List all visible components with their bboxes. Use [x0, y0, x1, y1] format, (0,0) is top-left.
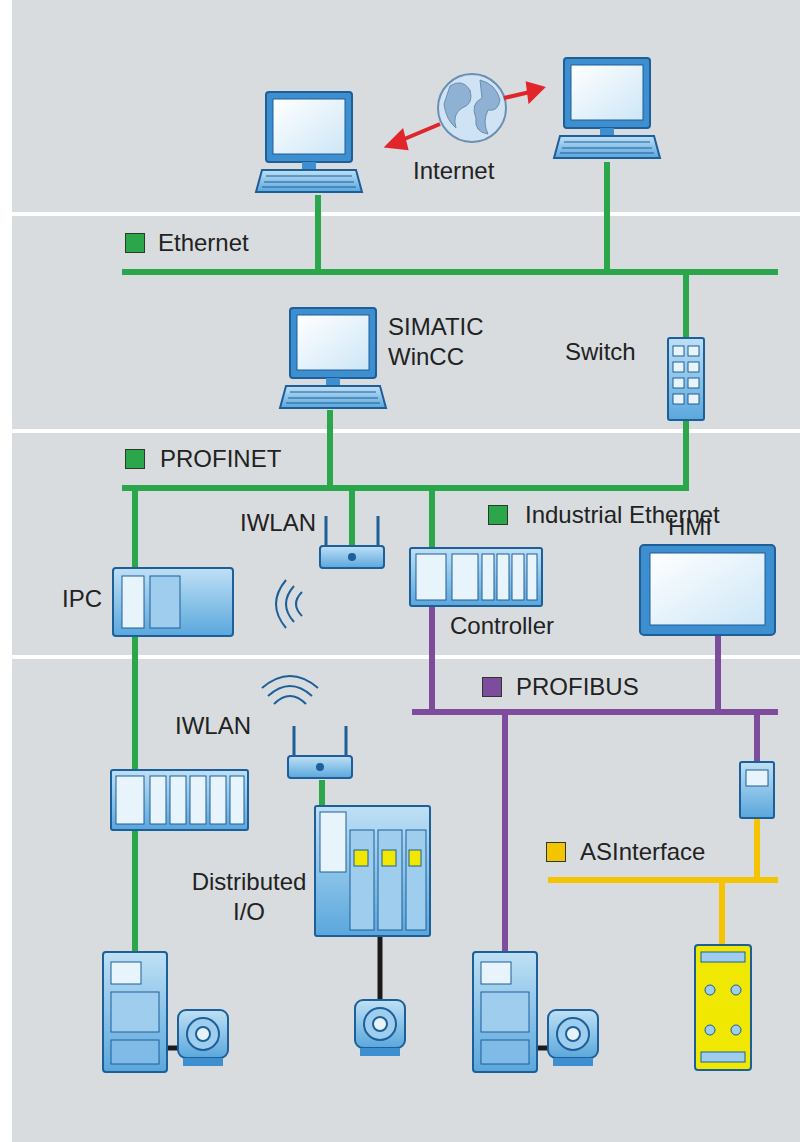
bus-name: PROFIBUS [516, 673, 639, 701]
legend-swatch [125, 449, 145, 469]
bus-name: Industrial Ethernet [525, 501, 720, 529]
device-label: Switch [565, 338, 636, 366]
legend-swatch [482, 677, 502, 697]
cloud-label: Internet [413, 157, 494, 185]
bus-name: PROFINET [160, 445, 281, 473]
device-label: IWLAN [175, 712, 251, 740]
device-label: Controller [450, 612, 554, 640]
legend-swatch [488, 505, 508, 525]
device-label: Distributed I/O [186, 867, 312, 927]
device-label: IWLAN [240, 509, 316, 537]
legend-swatch [125, 233, 145, 253]
bus-name: Ethernet [158, 229, 249, 257]
device-label: IPC [62, 585, 102, 613]
software-label: SIMATIC WinCC [388, 312, 513, 372]
legend-swatch [546, 842, 566, 862]
bus-name: ASInterface [580, 838, 705, 866]
